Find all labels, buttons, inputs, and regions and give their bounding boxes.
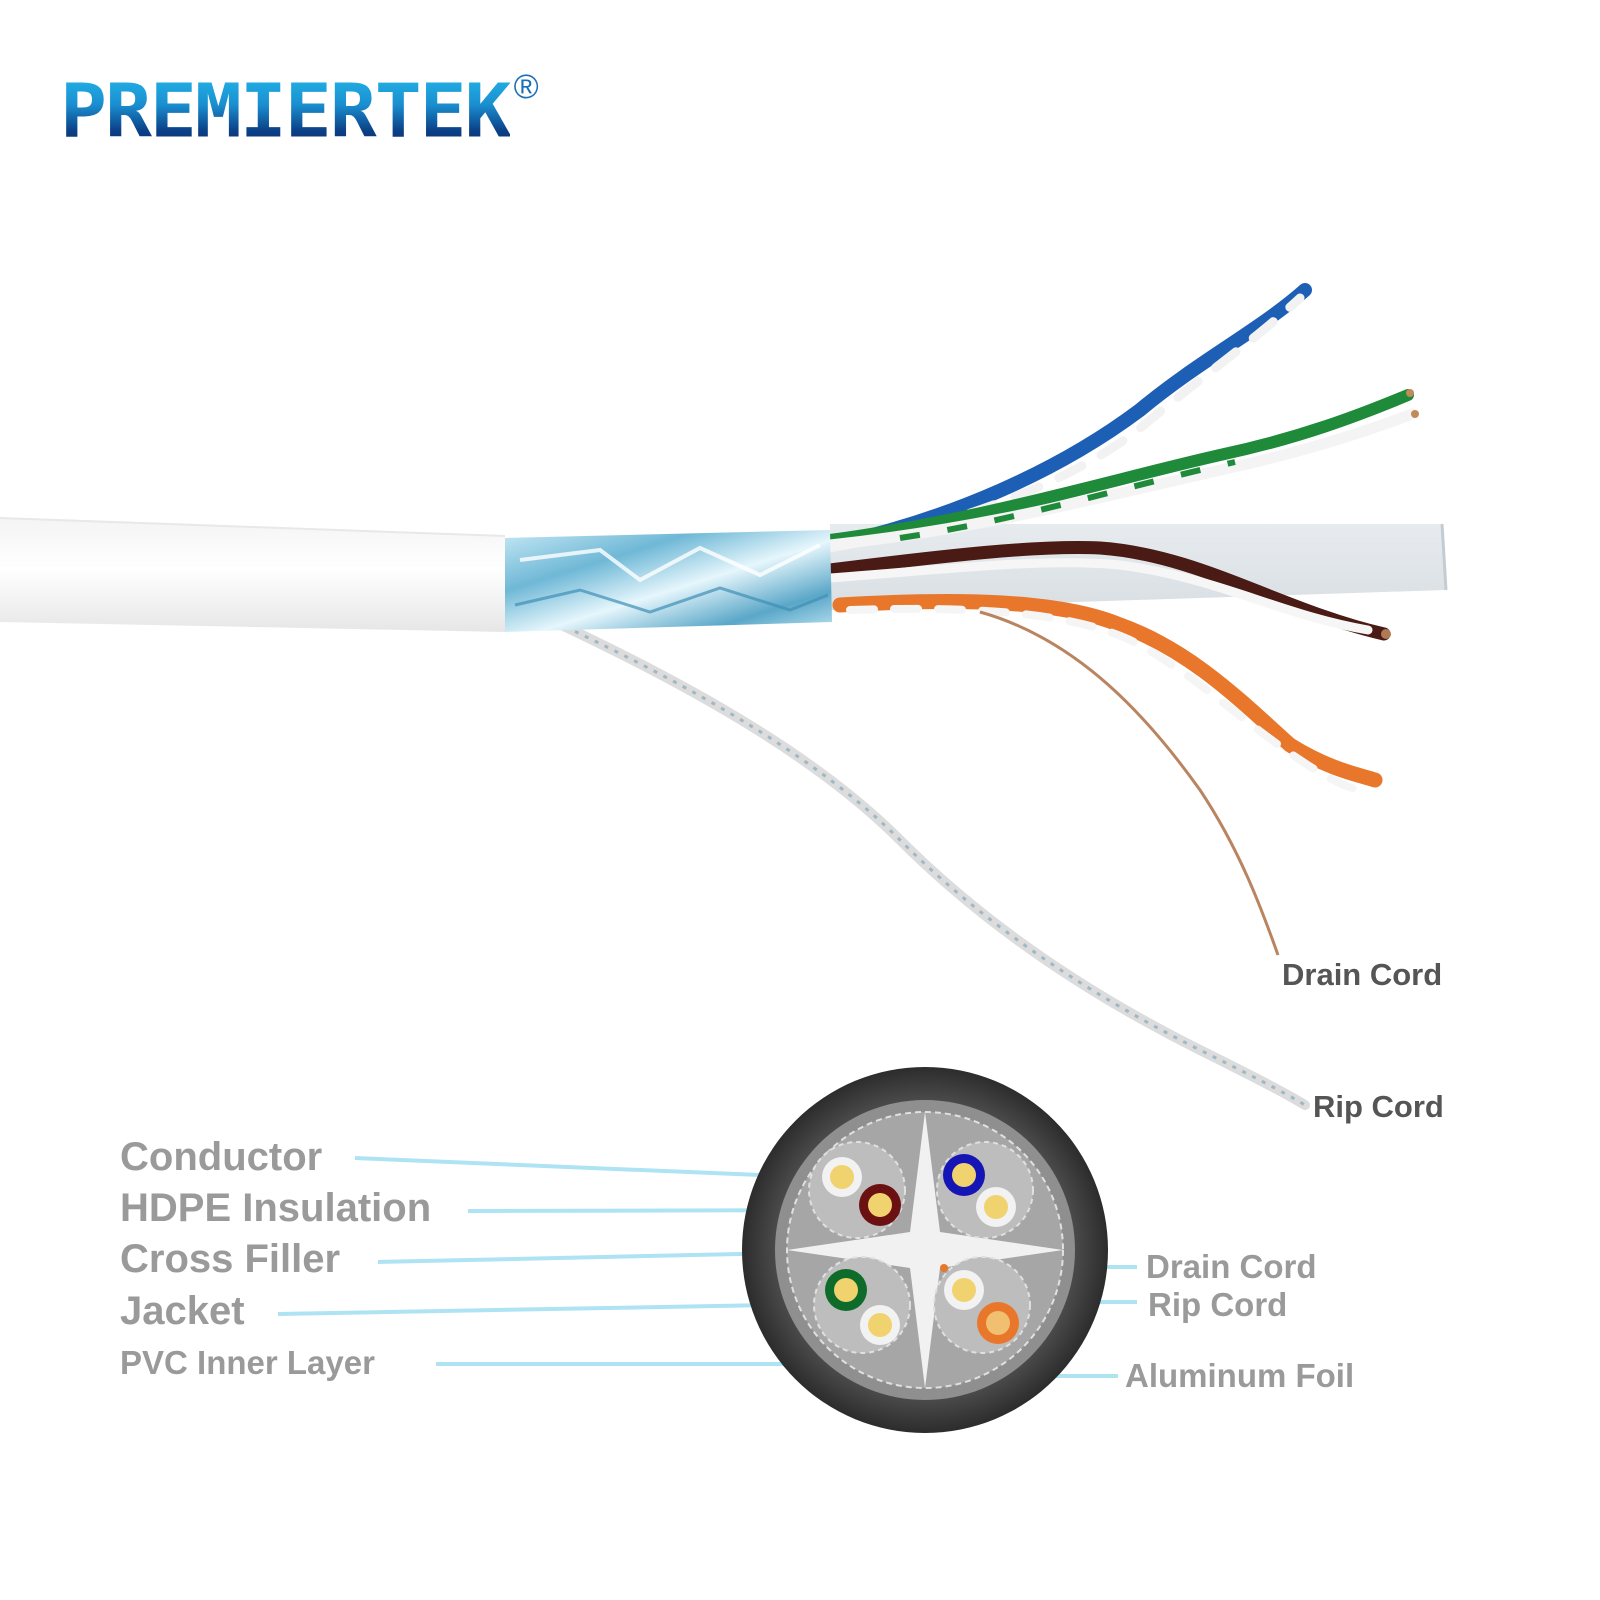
cable-jacket — [0, 517, 506, 632]
label-conductor: Conductor — [120, 1135, 323, 1179]
pair-orange — [933, 1256, 1031, 1354]
aluminum-foil-shield — [505, 530, 832, 632]
cross-section-diagram — [742, 1067, 1108, 1433]
pair-green — [813, 1256, 911, 1354]
brown-pair — [823, 540, 1391, 641]
green-pair — [824, 389, 1419, 551]
label-pvc-inner-layer: PVC Inner Layer — [120, 1344, 375, 1381]
label-cross-filler: Cross Filler — [120, 1237, 341, 1281]
registered-mark: ® — [513, 68, 539, 106]
drain-cord-wire — [979, 610, 1280, 956]
label-jacket: Jacket — [120, 1289, 245, 1333]
pair-blue — [936, 1141, 1034, 1239]
brand-logo: PREMIERTEK ® — [60, 68, 539, 155]
label-hdpe-insulation: HDPE Insulation — [120, 1186, 432, 1230]
label-rip-cord: Rip Cord — [1313, 1089, 1444, 1124]
label-cs-rip-cord: Rip Cord — [1148, 1286, 1288, 1323]
rip-cord-wire — [550, 617, 1310, 1110]
label-drain-cord: Drain Cord — [1282, 957, 1443, 992]
label-cs-drain-cord: Drain Cord — [1146, 1248, 1317, 1285]
cross-filler — [787, 1112, 1063, 1388]
label-aluminum-foil: Aluminum Foil — [1125, 1357, 1355, 1394]
orange-pair — [832, 594, 1383, 794]
brand-name: PREMIERTEK — [60, 69, 512, 155]
drain-cord-dot — [940, 1264, 948, 1272]
pair-brown — [808, 1141, 906, 1239]
